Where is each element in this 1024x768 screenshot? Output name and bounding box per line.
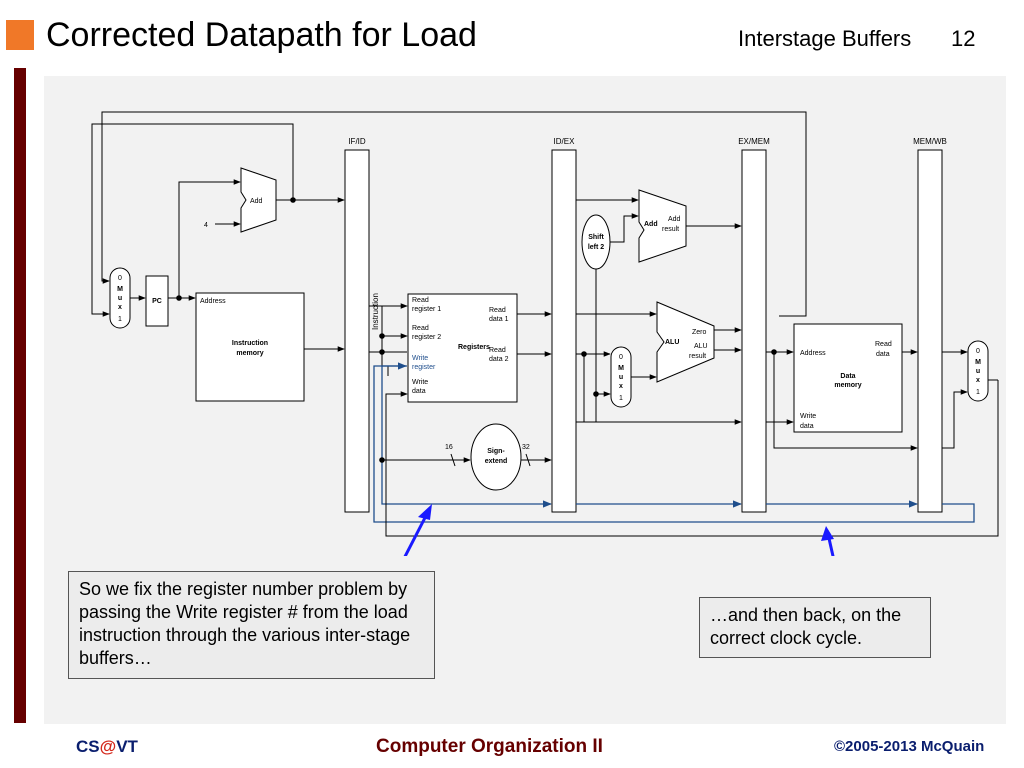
alu-mux-x: x [619,383,623,390]
pc-mux-m: M [117,286,123,293]
reg-write-b: register [412,364,436,371]
shift-left-2 [581,214,611,270]
pc-register [145,275,169,327]
pc-mux-zero: 0 [118,275,122,282]
reg-read1-b: register 1 [412,306,441,313]
constant-four: 4 [204,222,208,229]
sign-extend-line2: extend [485,458,508,465]
footer-vt: VT [116,737,138,756]
branch-adder-result-b: result [662,226,679,233]
wb-mux-zero: 0 [976,348,980,355]
data-mem-address: Address [800,350,826,357]
footer-copyright: ©2005-2013 McQuain [834,738,985,755]
slide-title: Corrected Datapath for Load [46,16,477,54]
register-file [407,293,518,403]
reg-rdata1-b: data 1 [489,316,509,323]
alu-mux-u: u [619,374,623,381]
alu-zero: Zero [692,329,707,336]
shift-left-line1: Shift [588,234,604,241]
idex-label: ID/EX [554,137,576,146]
instruction-label: Instruction [371,293,380,330]
data-mem-write-b: data [800,423,814,430]
wb-mux-one: 1 [976,389,980,396]
alu-mux-m: M [618,365,624,372]
datapath-diagram: IF/ID ID/EX EX/MEM MEM/WB Instruction 0 … [91,111,999,556]
sign-extend [470,423,522,491]
ifid-label: IF/ID [348,137,366,146]
alu-result-a: ALU [694,343,708,350]
ifid-register [344,149,370,513]
pc-label: PC [152,298,162,305]
callout-arrow-left [403,509,431,556]
sign-extend-in-bits: 16 [445,444,453,451]
reg-read2-b: register 2 [412,334,441,341]
reg-read2-a: Read [412,325,429,332]
alu [656,301,715,383]
wb-mux-u: u [976,368,980,375]
reg-wdata-b: data [412,388,426,395]
title-accent-square [6,20,34,50]
exmem-register [741,149,767,513]
data-mem-title-a: Data [840,373,855,380]
pc-adder [240,167,277,233]
reg-write-a: Write [412,355,428,362]
alu-result-b: result [689,353,706,360]
branch-adder-label: Add [644,221,658,228]
idex-register [551,149,577,513]
data-memory [793,323,903,433]
instr-mem-line1: Instruction [232,340,268,347]
callout-arrow-right [826,533,835,556]
footer-cs: CS [76,737,100,756]
instruction-memory [195,292,305,402]
data-mem-write-a: Write [800,413,816,420]
sign-extend-line1: Sign- [487,448,505,455]
data-mem-read-b: data [876,351,890,358]
instr-mem-address: Address [200,298,226,305]
footer-left: CS@VT [76,737,138,757]
pc-mux-u: u [118,295,122,302]
branch-adder-result-a: Add [668,216,681,223]
pc-adder-label: Add [250,198,263,205]
memwb-label: MEM/WB [913,137,947,146]
footer-course: Computer Organization II [376,736,603,757]
instr-mem-line2: memory [236,350,263,357]
write-register-path-back [373,362,975,523]
reg-rdata1-a: Read [489,307,506,314]
memwb-register [917,149,943,513]
reg-read1-a: Read [412,297,429,304]
data-mem-title-b: memory [834,382,861,389]
wb-mux-x: x [976,377,980,384]
alu-label: ALU [665,339,679,346]
slide-topic: Interstage Buffers [738,26,912,51]
pc-mux-one: 1 [118,316,122,323]
page-number: 12 [951,26,976,51]
alu-mux-one: 1 [619,395,623,402]
data-mem-read-a: Read [875,341,892,348]
pc-mux-x: x [118,304,122,311]
callout-left: So we fix the register number problem by… [68,571,435,679]
exmem-label: EX/MEM [738,137,770,146]
wb-mux-m: M [975,359,981,366]
reg-rdata2-a: Read [489,347,506,354]
alu-mux-zero: 0 [619,354,623,361]
footer-at: @ [99,737,117,756]
registers-title: Registers [458,344,490,351]
shift-left-line2: left 2 [588,244,604,251]
reg-rdata2-b: data 2 [489,356,509,363]
writeback-mux [967,340,989,402]
reg-wdata-a: Write [412,379,428,386]
branch-adder [638,189,687,263]
callout-right: …and then back, on the correct clock cyc… [699,597,931,658]
sign-extend-out-bits: 32 [522,444,530,451]
left-accent-bar [14,68,26,723]
